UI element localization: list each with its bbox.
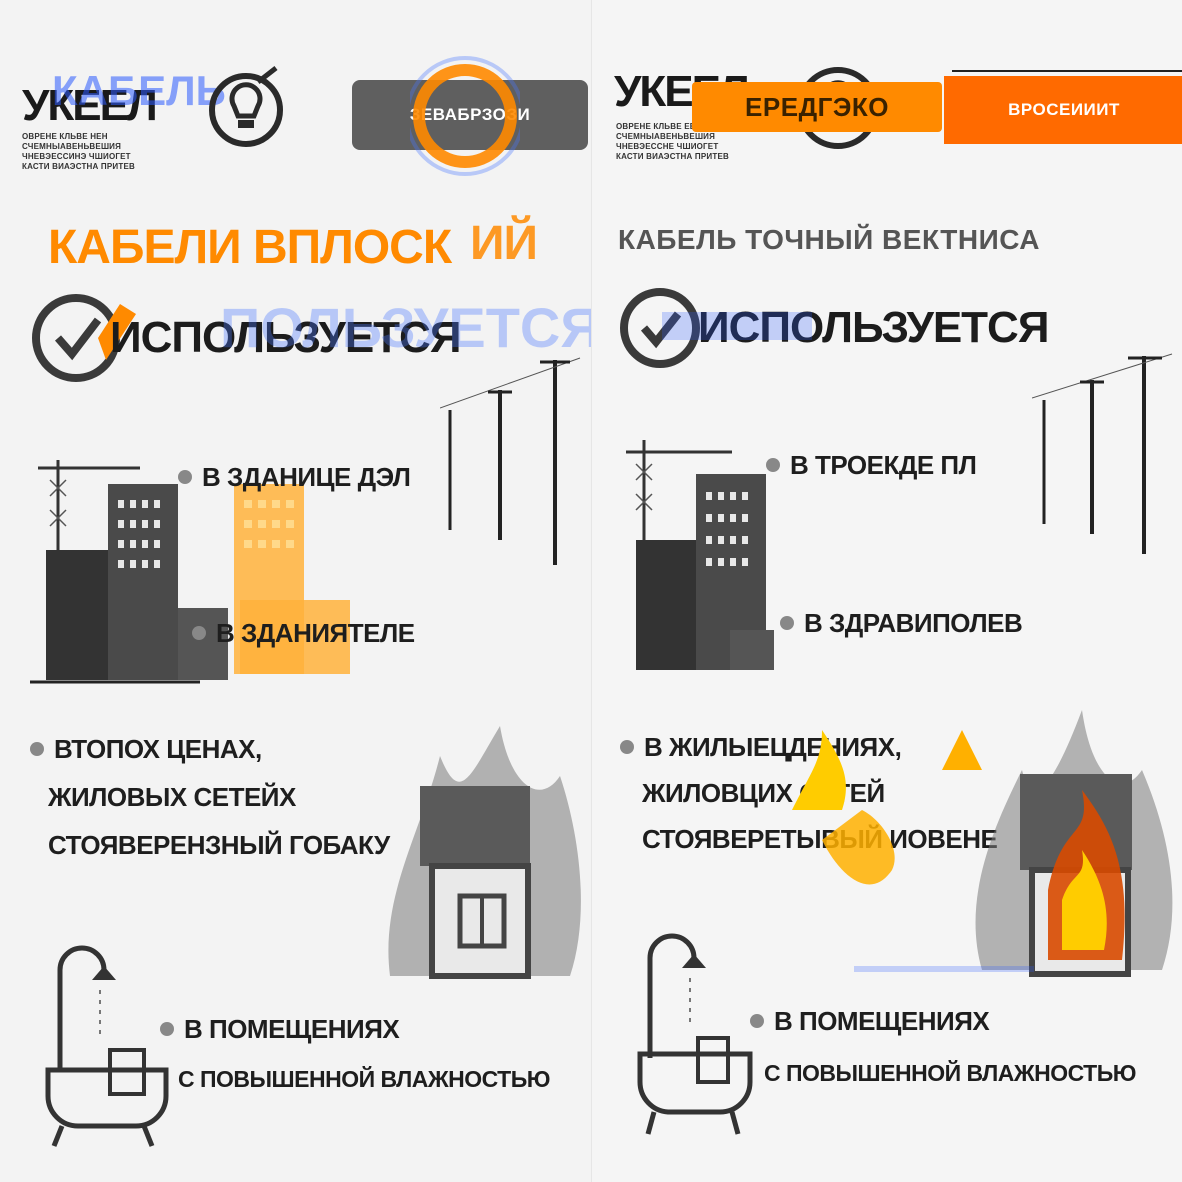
heading-right: КАБЕЛЬ ТОЧНЫЙ ВЕКТНИСА: [618, 224, 1040, 255]
bullet-dot: [780, 616, 794, 630]
bullet-text: ВТОПОХ ЦЕНАХ,: [54, 734, 262, 764]
bullet-text: В ЖИЛЫЕЦДЕНИЯХ,: [644, 732, 902, 762]
bullet-item-4: В ПОМЕЩЕНИЯХ С ПОВЫШЕННОЙ ВЛАЖНОСТЬЮ: [160, 1016, 550, 1091]
bullet-dot: [160, 1022, 174, 1036]
bullet-text: С ПОВЫШЕННОЙ ВЛАЖНОСТЬЮ: [178, 1066, 550, 1092]
bullet-dot: [178, 470, 192, 484]
checkmark-circle-icon: [620, 288, 700, 368]
bullet-item-3: ВТОПОХ ЦЕНАХ, ЖИЛОВЫХ СЕТЕЙХ СТОЯВЕРЕНЗН…: [30, 736, 390, 858]
orange-ring-icon: [410, 56, 520, 176]
subhead-left: ИСПОЛЬЗУЕТСЯ: [110, 313, 461, 362]
subhead-ghost-left: ПОЛЬЗУЕТСЯ: [220, 296, 591, 359]
bullet-item-1: В ЗДАНИЦЕ ДЭЛ: [178, 462, 411, 492]
bullet-dot: [192, 626, 206, 640]
tagline-line: ЧНЕВЭЕССНЕ ЧШИОГЕТ: [616, 142, 719, 151]
header-rule: [952, 70, 1182, 72]
bullet-dot: [30, 742, 44, 756]
tagline-line: КАСТИ ВИАЭСТНА ПРИТЕВ: [22, 162, 135, 171]
brand-ghost-left: КАБЕЛЬ: [52, 67, 226, 114]
bullet-dot: [766, 458, 780, 472]
headline-ghost-left: ИЙ: [470, 217, 538, 270]
tagline-line: СЧЕМНЫАВЕНЬВЕШИЯ: [616, 132, 716, 141]
bullet-text: ЖИЛОВЫХ СЕТЕЙХ: [48, 782, 296, 812]
bullet-text: С ПОВЫШЕННОЙ ВЛАЖНОСТЬЮ: [764, 1060, 1136, 1086]
tagline-line: СЧЕМНЫАВЕНЬВЕШИЯ: [22, 142, 122, 151]
headline-left: КАБЕЛИ ВПЛОСК: [48, 221, 452, 274]
bullet-item-4: В ПОМЕЩЕНИЯХ С ПОВЫШЕННОЙ ВЛАЖНОСТЬЮ: [750, 1008, 1136, 1085]
tagline-left: ОВРЕНЕ КЛЬВЕ НЕН СЧЕМНЫАВЕНЬВЕШИЯ ЧНЕВЭЕ…: [22, 132, 135, 172]
power-pole-icon: [1032, 353, 1173, 554]
bath-shower-icon: [45, 945, 169, 1147]
bullet-text: В ЗДАНИЦЕ ДЭЛ: [202, 462, 411, 492]
header-pill-label: ЕРЕДГЭКО: [745, 91, 889, 122]
bullet-text: СТОЯВЕРЕНЗНЫЙ ГОБАКУ: [48, 830, 390, 860]
house-fire-icon: [792, 710, 1173, 977]
subhead-highlight: [662, 312, 812, 340]
bullet-item-2: В ЗДРАВИПОЛЕВ: [780, 608, 1023, 638]
tagline-line: ОВРЕНЕ КЛЬВЕ ЕЕН: [616, 122, 702, 131]
tagline-line: ЧНЕВЭЕССИНЭ ЧШИОГЕТ: [22, 152, 131, 161]
header-pill-mid: ЕРЕДГЭКО: [692, 82, 942, 132]
house-fire-icon: [388, 726, 581, 979]
tagline-line: ОВРЕНЕ КЛЬВЕ НЕН: [22, 132, 108, 141]
brand-logo-left: УКЕЕЛ: [22, 81, 158, 130]
header-pill-left: ЗЕВАБРЗОЗИ: [352, 80, 588, 150]
bullet-dot: [750, 1014, 764, 1028]
bullet-text: В ТРОЕКДЕ ПЛ: [790, 450, 977, 480]
right-panel: УКЕЕЛ ОВРЕНЕ КЛЬВЕ ЕЕН СЧЕМНЫАВЕНЬВЕШИЯ …: [591, 0, 1182, 1182]
lightbulb-icon: [209, 66, 283, 147]
building-crane-icon: [626, 440, 774, 670]
power-pole-icon: [440, 357, 581, 565]
bullet-text: В ЗДРАВИПОЛЕВ: [804, 608, 1023, 638]
bath-shower-icon: [637, 933, 753, 1135]
bullet-text: В ПОМЕЩЕНИЯХ: [184, 1014, 400, 1044]
tagline-right: ОВРЕНЕ КЛЬВЕ ЕЕН СЧЕМНЫАВЕНЬВЕШИЯ ЧНЕВЭЕ…: [616, 122, 729, 162]
bullet-text: В ЗДАНИЯТЕЛЕ: [216, 618, 415, 648]
bullet-item-1: В ТРОЕКДЕ ПЛ: [766, 450, 977, 480]
bullet-item-2: В ЗДАНИЯТЕЛЕ: [192, 620, 415, 646]
tagline-line: КАСТИ ВИАЭСТНА ПРИТЕВ: [616, 152, 729, 161]
bullet-item-3: В ЖИЛЫЕЦДЕНИЯХ, ЖИЛОВЦИХ СЕТЕЙ СТОЯВЕРЕТ…: [620, 732, 998, 854]
left-panel: УКЕЕЛ КАБЕЛЬ ОВРЕНЕ КЛЬВЕ НЕН СЧЕМНЫАВЕН…: [22, 56, 591, 1147]
bullet-text: СТОЯВЕРЕТЫВЫЙ ИОВЕНЕ: [642, 824, 998, 854]
header-pill-label: ЗЕВАБРЗОЗИ: [409, 105, 531, 124]
building-crane-icon: [30, 460, 350, 684]
bullet-text: В ПОМЕЩЕНИЯХ: [774, 1006, 990, 1036]
subhead-right: ИСПОЛЬЗУЕТСЯ: [698, 303, 1049, 352]
bullet-dot: [620, 740, 634, 754]
checkmark-circle-icon: [32, 294, 136, 382]
header-pill-right: ВРОСЕИИИТ: [944, 76, 1182, 144]
header-pill-label: ВРОСЕИИИТ: [1008, 100, 1120, 119]
